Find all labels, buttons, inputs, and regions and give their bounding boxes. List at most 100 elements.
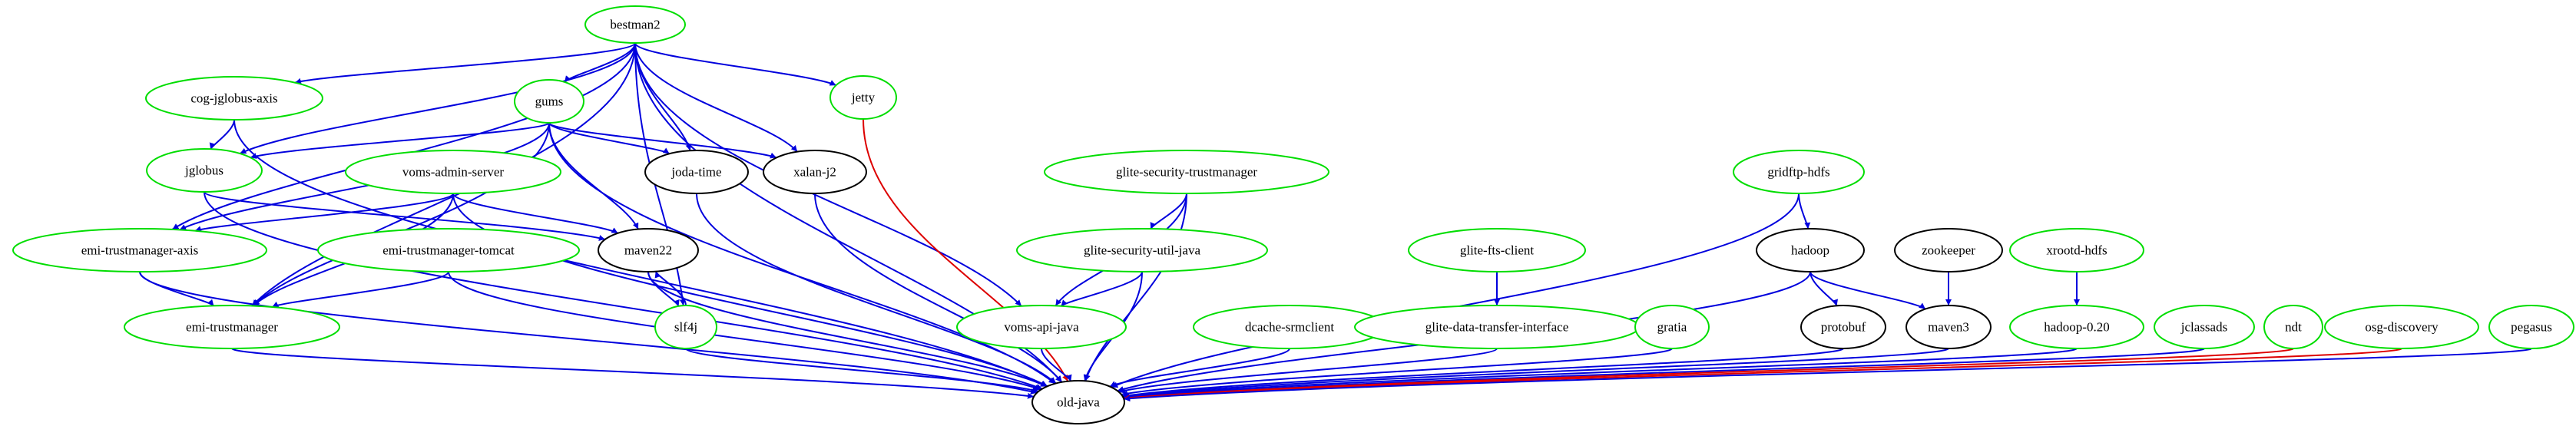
node-old-java[interactable]: old-java	[1031, 380, 1125, 424]
edge-bestman2-to-cog-jglobus-axis	[294, 42, 636, 84]
node-label-gridftp-hdfs: gridftp-hdfs	[1767, 165, 1829, 180]
node-label-jclassads: jclassads	[2180, 320, 2227, 335]
node-gridftp-hdfs[interactable]: gridftp-hdfs	[1733, 150, 1865, 194]
node-ellipse-jglobus	[146, 148, 263, 193]
node-emi-trustmanager[interactable]: emi-trustmanager	[124, 305, 340, 349]
node-ellipse-glite-fts-client	[1408, 228, 1586, 272]
node-label-pegasus: pegasus	[2511, 320, 2552, 335]
edge-gums-to-joda-time	[548, 122, 670, 155]
edge-gratia-to-old-java	[1121, 348, 1673, 397]
node-hadoop[interactable]: hadoop	[1756, 228, 1865, 272]
node-ellipse-jclassads	[2154, 305, 2255, 349]
edge-cog-jglobus-axis-to-jglobus	[209, 119, 235, 150]
node-ellipse-xrootd-hdfs	[2009, 228, 2144, 272]
node-emi-trustmanager-tomcat[interactable]: emi-trustmanager-tomcat	[317, 228, 580, 272]
edge-glite-security-util-java-to-voms-api-java	[1060, 271, 1143, 307]
node-glite-security-trustmanager[interactable]: glite-security-trustmanager	[1044, 150, 1329, 194]
edge-bestman2-to-emi-trustmanager-axis	[171, 42, 636, 230]
node-label-hadoop: hadoop	[1791, 243, 1829, 258]
edge-voms-api-java-to-old-java	[1041, 348, 1072, 381]
edge-voms-admin-server-to-maven22	[452, 193, 618, 234]
node-ellipse-pegasus	[2488, 305, 2574, 349]
node-glite-security-util-java[interactable]: glite-security-util-java	[1016, 228, 1268, 272]
edge-emi-trustmanager-tomcat-to-emi-trustmanager	[271, 271, 449, 308]
node-ellipse-old-java	[1031, 380, 1125, 424]
node-jetty[interactable]: jetty	[829, 75, 897, 120]
node-zookeeper[interactable]: zookeeper	[1894, 228, 2003, 272]
node-xrootd-hdfs[interactable]: xrootd-hdfs	[2009, 228, 2144, 272]
node-voms-admin-server[interactable]: voms-admin-server	[345, 150, 561, 194]
node-ellipse-protobuf	[1800, 305, 1886, 349]
node-voms-api-java[interactable]: voms-api-java	[956, 305, 1127, 349]
node-ellipse-jetty	[829, 75, 897, 120]
edge-voms-admin-server-to-emi-trustmanager-axis	[194, 193, 454, 232]
node-label-joda-time: joda-time	[670, 165, 721, 180]
node-emi-trustmanager-axis[interactable]: emi-trustmanager-axis	[12, 228, 267, 272]
edge-xalan-j2-to-old-java	[814, 193, 1063, 383]
edge-joda-time-to-old-java	[696, 193, 1057, 385]
node-label-jglobus: jglobus	[184, 163, 223, 178]
node-ellipse-glite-security-trustmanager	[1044, 150, 1329, 194]
edge-ndt-to-old-java	[1123, 348, 2294, 401]
node-ellipse-emi-trustmanager-axis	[12, 228, 267, 272]
edge-emi-trustmanager-axis-to-emi-trustmanager	[139, 271, 215, 307]
node-pegasus[interactable]: pegasus	[2488, 305, 2574, 349]
node-joda-time[interactable]: joda-time	[644, 150, 749, 194]
edge-emi-trustmanager-to-old-java	[231, 348, 1035, 399]
node-ellipse-zookeeper	[1894, 228, 2003, 272]
edge-maven22-to-old-java	[647, 271, 1048, 388]
nodes-layer: bestman2 cog-jglobus-axis gums jetty jglobus…	[12, 5, 2574, 424]
node-label-maven3: maven3	[1928, 320, 1969, 335]
node-jclassads[interactable]: jclassads	[2154, 305, 2255, 349]
node-hadoop-0.20[interactable]: hadoop-0.20	[2009, 305, 2144, 349]
node-ellipse-joda-time	[644, 150, 749, 194]
node-label-slf4j: slf4j	[674, 320, 697, 335]
node-cog-jglobus-axis[interactable]: cog-jglobus-axis	[145, 76, 323, 121]
node-osg-discovery[interactable]: osg-discovery	[2324, 305, 2479, 349]
node-label-jetty: jetty	[851, 91, 876, 105]
edge-dcache-srmclient-to-old-java	[1109, 348, 1290, 388]
node-protobuf[interactable]: protobuf	[1800, 305, 1886, 349]
node-maven22[interactable]: maven22	[598, 228, 699, 272]
edge-bestman2-to-jglobus	[239, 42, 636, 154]
node-label-xalan-j2: xalan-j2	[793, 165, 836, 180]
node-bestman2[interactable]: bestman2	[584, 5, 686, 44]
node-glite-data-transfer-interface[interactable]: glite-data-transfer-interface	[1354, 305, 1640, 349]
node-gums[interactable]: gums	[514, 79, 584, 124]
node-label-ndt: ndt	[2285, 320, 2302, 335]
node-slf4j[interactable]: slf4j	[654, 305, 717, 349]
edge-bestman2-to-gums	[564, 42, 636, 83]
edge-glite-data-transfer-interface-to-old-java	[1118, 348, 1498, 394]
node-ellipse-slf4j	[654, 305, 717, 349]
node-label-protobuf: protobuf	[1821, 320, 1866, 335]
node-label-old-java: old-java	[1057, 395, 1100, 410]
edge-bestman2-to-xalan-j2	[634, 42, 798, 153]
node-jglobus[interactable]: jglobus	[146, 148, 263, 193]
node-ellipse-hadoop-0.20	[2009, 305, 2144, 349]
node-glite-fts-client[interactable]: glite-fts-client	[1408, 228, 1586, 272]
node-ndt[interactable]: ndt	[2263, 305, 2323, 349]
edge-protobuf-to-old-java	[1122, 348, 1844, 398]
node-label-cog-jglobus-axis: cog-jglobus-axis	[190, 91, 277, 106]
node-label-emi-trustmanager-axis: emi-trustmanager-axis	[81, 243, 199, 258]
edge-voms-admin-server-to-old-java	[452, 193, 1048, 388]
edge-slf4j-to-maven22	[654, 271, 687, 306]
edges-layer	[139, 42, 2532, 402]
node-gratia[interactable]: gratia	[1634, 305, 1710, 349]
node-maven3[interactable]: maven3	[1906, 305, 1992, 349]
node-label-gratia: gratia	[1657, 320, 1687, 335]
edge-gridftp-hdfs-to-hadoop	[1798, 193, 1811, 230]
node-label-xrootd-hdfs: xrootd-hdfs	[2046, 243, 2107, 258]
node-xalan-j2[interactable]: xalan-j2	[763, 150, 867, 194]
node-ellipse-cog-jglobus-axis	[145, 76, 323, 121]
edge-emi-trustmanager-axis-to-old-java	[139, 271, 1038, 395]
edge-cog-jglobus-axis-to-old-java	[233, 119, 1048, 388]
node-label-zookeeper: zookeeper	[1922, 243, 1975, 258]
edge-jclassads-to-old-java	[1123, 348, 2205, 401]
edge-jglobus-to-maven22	[204, 191, 606, 241]
node-ellipse-gums	[514, 79, 584, 124]
node-label-dcache-srmclient: dcache-srmclient	[1245, 320, 1334, 335]
node-ellipse-gridftp-hdfs	[1733, 150, 1865, 194]
node-label-emi-trustmanager-tomcat: emi-trustmanager-tomcat	[382, 243, 515, 258]
node-ellipse-voms-api-java	[956, 305, 1127, 349]
